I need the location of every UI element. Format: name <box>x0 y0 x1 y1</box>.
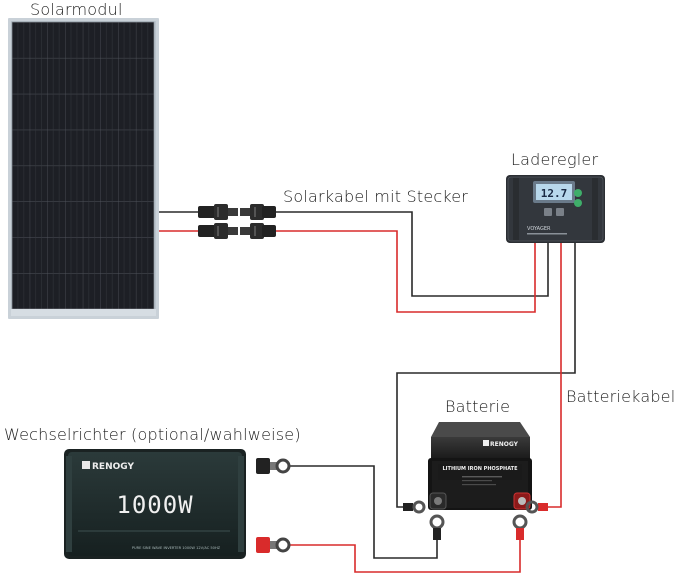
inverter: RENOGY 1000W PURE SINE WAVE INVERTER 100… <box>64 449 291 559</box>
inverter-positive-wire <box>290 540 521 573</box>
mc4-connector-positive-icon <box>198 223 276 239</box>
controller-brand: VOYAGER <box>527 226 551 232</box>
battery-negative-terminal-icon <box>429 492 447 510</box>
solar-positive-wire-2 <box>276 230 536 313</box>
charge-controller: 12.7 VOYAGER <box>506 175 605 243</box>
charge-controller-label: Laderegler <box>511 150 599 169</box>
battery-cable-label: Batteriekabel <box>566 387 676 406</box>
solar-cable-label: Solarkabel mit Stecker <box>283 187 469 206</box>
controller-display-value: 12.7 <box>541 187 568 200</box>
solar-panel <box>8 18 159 319</box>
battery-type: LITHIUM IRON PHOSPHATE <box>442 466 518 472</box>
inverter-brand: RENOGY <box>92 462 134 472</box>
inverter-subtitle: PURE SINE WAVE INVERTER 1000W 12V/AC 50H… <box>132 546 221 550</box>
wires <box>158 211 576 573</box>
inverter-negative-wire <box>290 465 438 559</box>
inverter-label: Wechselrichter (optional/wahlweise) <box>4 425 301 444</box>
battery-positive-wire <box>544 242 562 508</box>
battery-brand: RENOGY <box>490 441 519 448</box>
inverter-brand-logo-icon <box>82 461 90 469</box>
battery-negative-wire <box>396 242 576 508</box>
battery: LITHIUM IRON PHOSPHATE RENOGY <box>428 422 532 510</box>
solar-negative-wire-2 <box>276 211 549 297</box>
inverter-positive-terminal-icon <box>256 537 270 553</box>
battery-label: Batterie <box>445 397 511 416</box>
mc4-connectors <box>198 204 276 239</box>
battery-brand-logo-icon <box>483 440 489 446</box>
mc4-connector-negative-icon <box>198 204 276 220</box>
battery-lugs <box>403 500 548 540</box>
solar-module-label: Solarmodul <box>30 0 123 19</box>
controller-button-icon-2 <box>574 199 582 207</box>
inverter-negative-terminal-icon <box>256 458 270 474</box>
controller-button-icon <box>574 189 582 197</box>
inverter-power-label: 1000W <box>116 491 193 519</box>
